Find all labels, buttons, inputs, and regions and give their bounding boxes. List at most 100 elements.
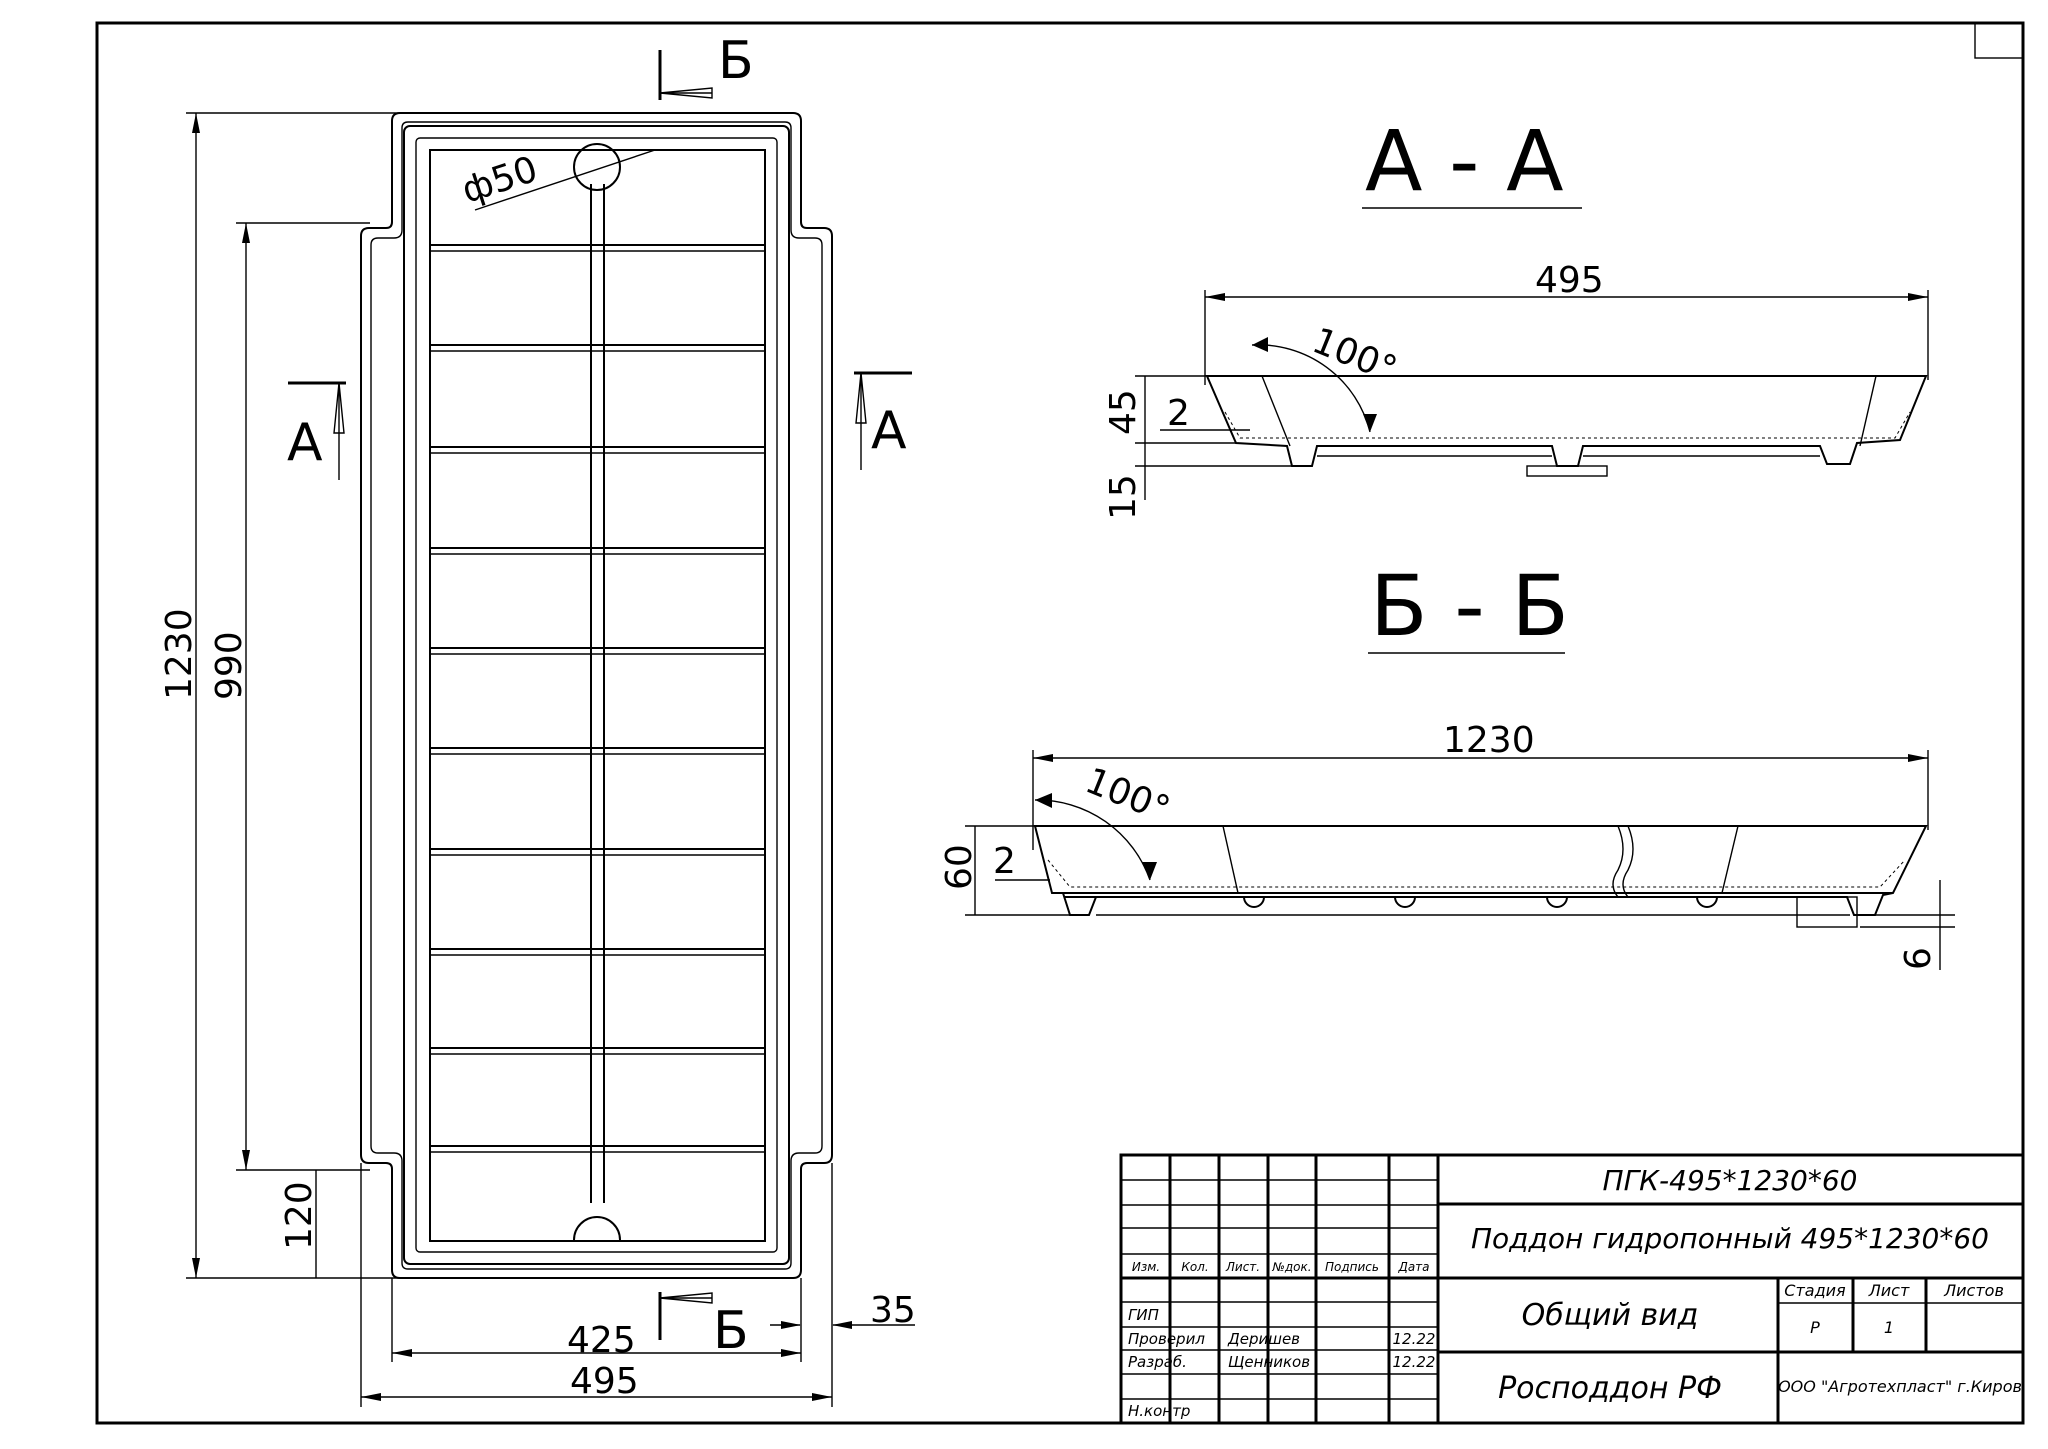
drain-bump: [1243, 896, 1265, 908]
dim-b-foot: 6: [1898, 947, 1939, 970]
view-name: Общий вид: [1522, 1298, 1699, 1333]
arrowhead: [1035, 793, 1052, 808]
section-b-view: Б - Б 1230 100° 60 2 6: [939, 557, 1955, 970]
arrowhead: [192, 1258, 200, 1278]
tray-bottom: [429, 149, 766, 1242]
col-header: №док.: [1271, 1260, 1311, 1274]
col-header: Подпись: [1325, 1260, 1379, 1274]
section-b-wall: [1222, 825, 1239, 894]
drain-bump: [1696, 896, 1718, 908]
org-name: ООО "Агротехпласт" г.Киров: [1778, 1377, 2022, 1396]
tray-ribs: [430, 244, 765, 1153]
cut-a-right-arrowhead: [855, 372, 867, 424]
stage-value: Р: [1810, 1318, 1820, 1337]
arrowhead: [781, 1349, 801, 1357]
arrowhead: [1363, 414, 1377, 432]
section-a-profile: [1205, 375, 1928, 467]
plan-view: ф50 Б Б A A 1230 990 120: [159, 31, 916, 1407]
cut-b-top-label: Б: [718, 31, 754, 91]
angle-arc-a: [1251, 344, 1371, 433]
role: Н.контр: [1128, 1402, 1190, 1420]
cut-a-left-arrowhead: [333, 382, 345, 434]
section-a-wall-right: [1859, 375, 1877, 447]
arrowhead: [1033, 754, 1053, 762]
corner-stamp-box: [1974, 22, 2024, 59]
tray-wall-outer: [403, 125, 790, 1265]
role: Разраб.: [1128, 1353, 1187, 1371]
drain-end: [573, 1216, 621, 1241]
sign-date: 12.22: [1393, 1353, 1436, 1371]
sheets-label: Листов: [1943, 1281, 2004, 1300]
sign-date: 12.22: [1393, 1330, 1436, 1348]
col-header: Дата: [1397, 1260, 1429, 1274]
dim-a-angle: 100°: [1307, 320, 1403, 390]
dim-b-angle: 100°: [1080, 760, 1176, 830]
section-a-hatch: [1224, 411, 1911, 439]
col-header: Изм.: [1132, 1260, 1160, 1274]
arrowhead: [192, 113, 200, 133]
section-b-profile: [1033, 825, 1928, 916]
cut-a-left-label: A: [287, 413, 323, 473]
section-a-title: А - А: [1365, 112, 1564, 210]
section-break-1: [1612, 825, 1624, 898]
section-break-2: [1622, 825, 1634, 898]
arrowhead: [242, 1150, 250, 1170]
title-block-grid: [1121, 1155, 1438, 1423]
cut-b-bottom-label: Б: [713, 1301, 749, 1361]
hole-leader: [474, 149, 656, 211]
cut-a-right-label: A: [871, 401, 907, 461]
drain-bump: [1394, 896, 1416, 908]
role: ГИП: [1128, 1306, 1159, 1324]
cut-b-top-arrowhead: [659, 87, 713, 99]
dim-height-total: 1230: [159, 608, 200, 700]
drain-bump: [1546, 896, 1568, 908]
angle-arc-b: [1034, 799, 1151, 881]
arrowhead: [1252, 337, 1268, 352]
dim-lip: 35: [870, 1290, 916, 1331]
arrowhead: [781, 1321, 801, 1329]
tray-wall-inner: [415, 137, 778, 1253]
tray-outer-outline: [360, 112, 833, 1279]
signer-name: Щенников: [1228, 1353, 1310, 1371]
section-b-drain-bumps: [1243, 896, 1718, 908]
section-a-foot: [1526, 465, 1608, 477]
dim-a-foot: 15: [1103, 474, 1144, 520]
stage-label: Стадия: [1784, 1281, 1846, 1300]
arrowhead: [1142, 862, 1157, 880]
signer-name: Деришев: [1227, 1330, 1300, 1348]
section-b-wall: [1721, 825, 1739, 894]
section-a-wall-left: [1261, 375, 1291, 447]
arrowhead: [392, 1349, 412, 1357]
col-header: Кол.: [1181, 1260, 1208, 1274]
arrowhead: [1205, 293, 1225, 301]
arrowhead: [1908, 754, 1928, 762]
product-name: Поддон гидропонный 495*1230*60: [1471, 1222, 1989, 1255]
dim-a-height: 45: [1103, 389, 1144, 435]
drawing-frame: [95, 21, 2025, 1425]
dim-b-wall: 2: [993, 841, 1016, 882]
dim-offset: 120: [279, 1181, 320, 1250]
arrowhead: [1908, 293, 1928, 301]
dim-a-width: 495: [1535, 260, 1604, 301]
brand: Росподдон РФ: [1498, 1371, 1722, 1406]
arrowhead: [832, 1321, 852, 1329]
section-b-hatch: [1047, 859, 1906, 888]
role: Проверил: [1128, 1330, 1205, 1348]
tray-lip-inner: [370, 121, 823, 1270]
section-b-foot: [1796, 896, 1858, 928]
cut-b-bottom-arrowhead: [659, 1292, 713, 1304]
dim-b-height: 60: [939, 844, 980, 890]
section-a-view: А - А 495 100° 45 15 2: [1103, 112, 1929, 520]
title-block: ПГК-495*1230*60 Поддон гидропонный 495*1…: [1119, 1153, 2025, 1425]
drain-hole: [573, 143, 621, 191]
arrowhead: [361, 1393, 381, 1401]
dim-width-inner: 425: [567, 1320, 636, 1361]
sheet-label: Лист: [1868, 1281, 1910, 1300]
dim-width-total: 495: [570, 1361, 639, 1402]
dim-a-wall: 2: [1167, 393, 1190, 434]
sheet-value: 1: [1884, 1318, 1894, 1337]
col-header: Лист.: [1225, 1260, 1260, 1274]
section-b-title: Б - Б: [1370, 557, 1569, 655]
doc-code: ПГК-495*1230*60: [1603, 1164, 1858, 1197]
